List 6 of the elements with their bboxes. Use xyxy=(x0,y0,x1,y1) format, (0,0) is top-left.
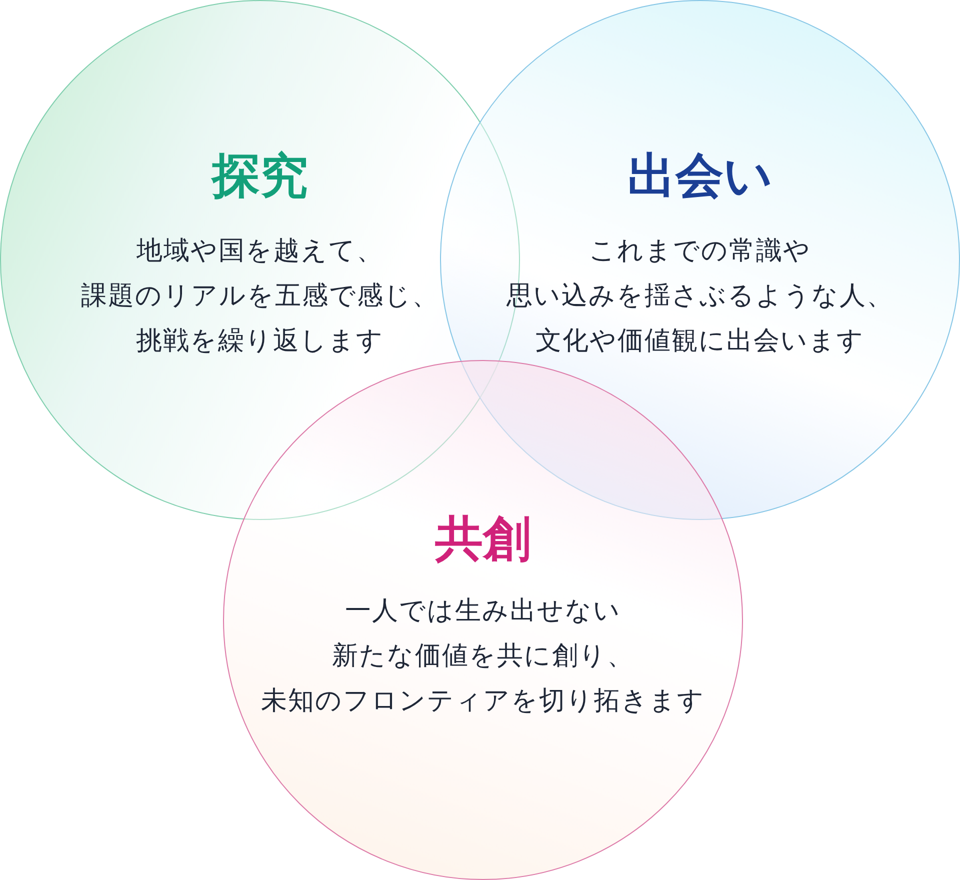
circle-description: これまでの常識や思い込みを揺さぶるような人、文化や価値観に出会います xyxy=(506,235,894,358)
circle-description: 地域や国を越えて、課題のリアルを五感で感じ、挑戦を繰り返します xyxy=(81,235,439,358)
circle-heading: 共創 xyxy=(435,510,531,569)
circle-description: 一人では生み出せない新たな価値を共に創り、未知のフロンティアを切り拓きます xyxy=(261,595,705,718)
circle-heading: 出会い xyxy=(628,147,772,206)
circle-heading: 探究 xyxy=(212,147,308,206)
